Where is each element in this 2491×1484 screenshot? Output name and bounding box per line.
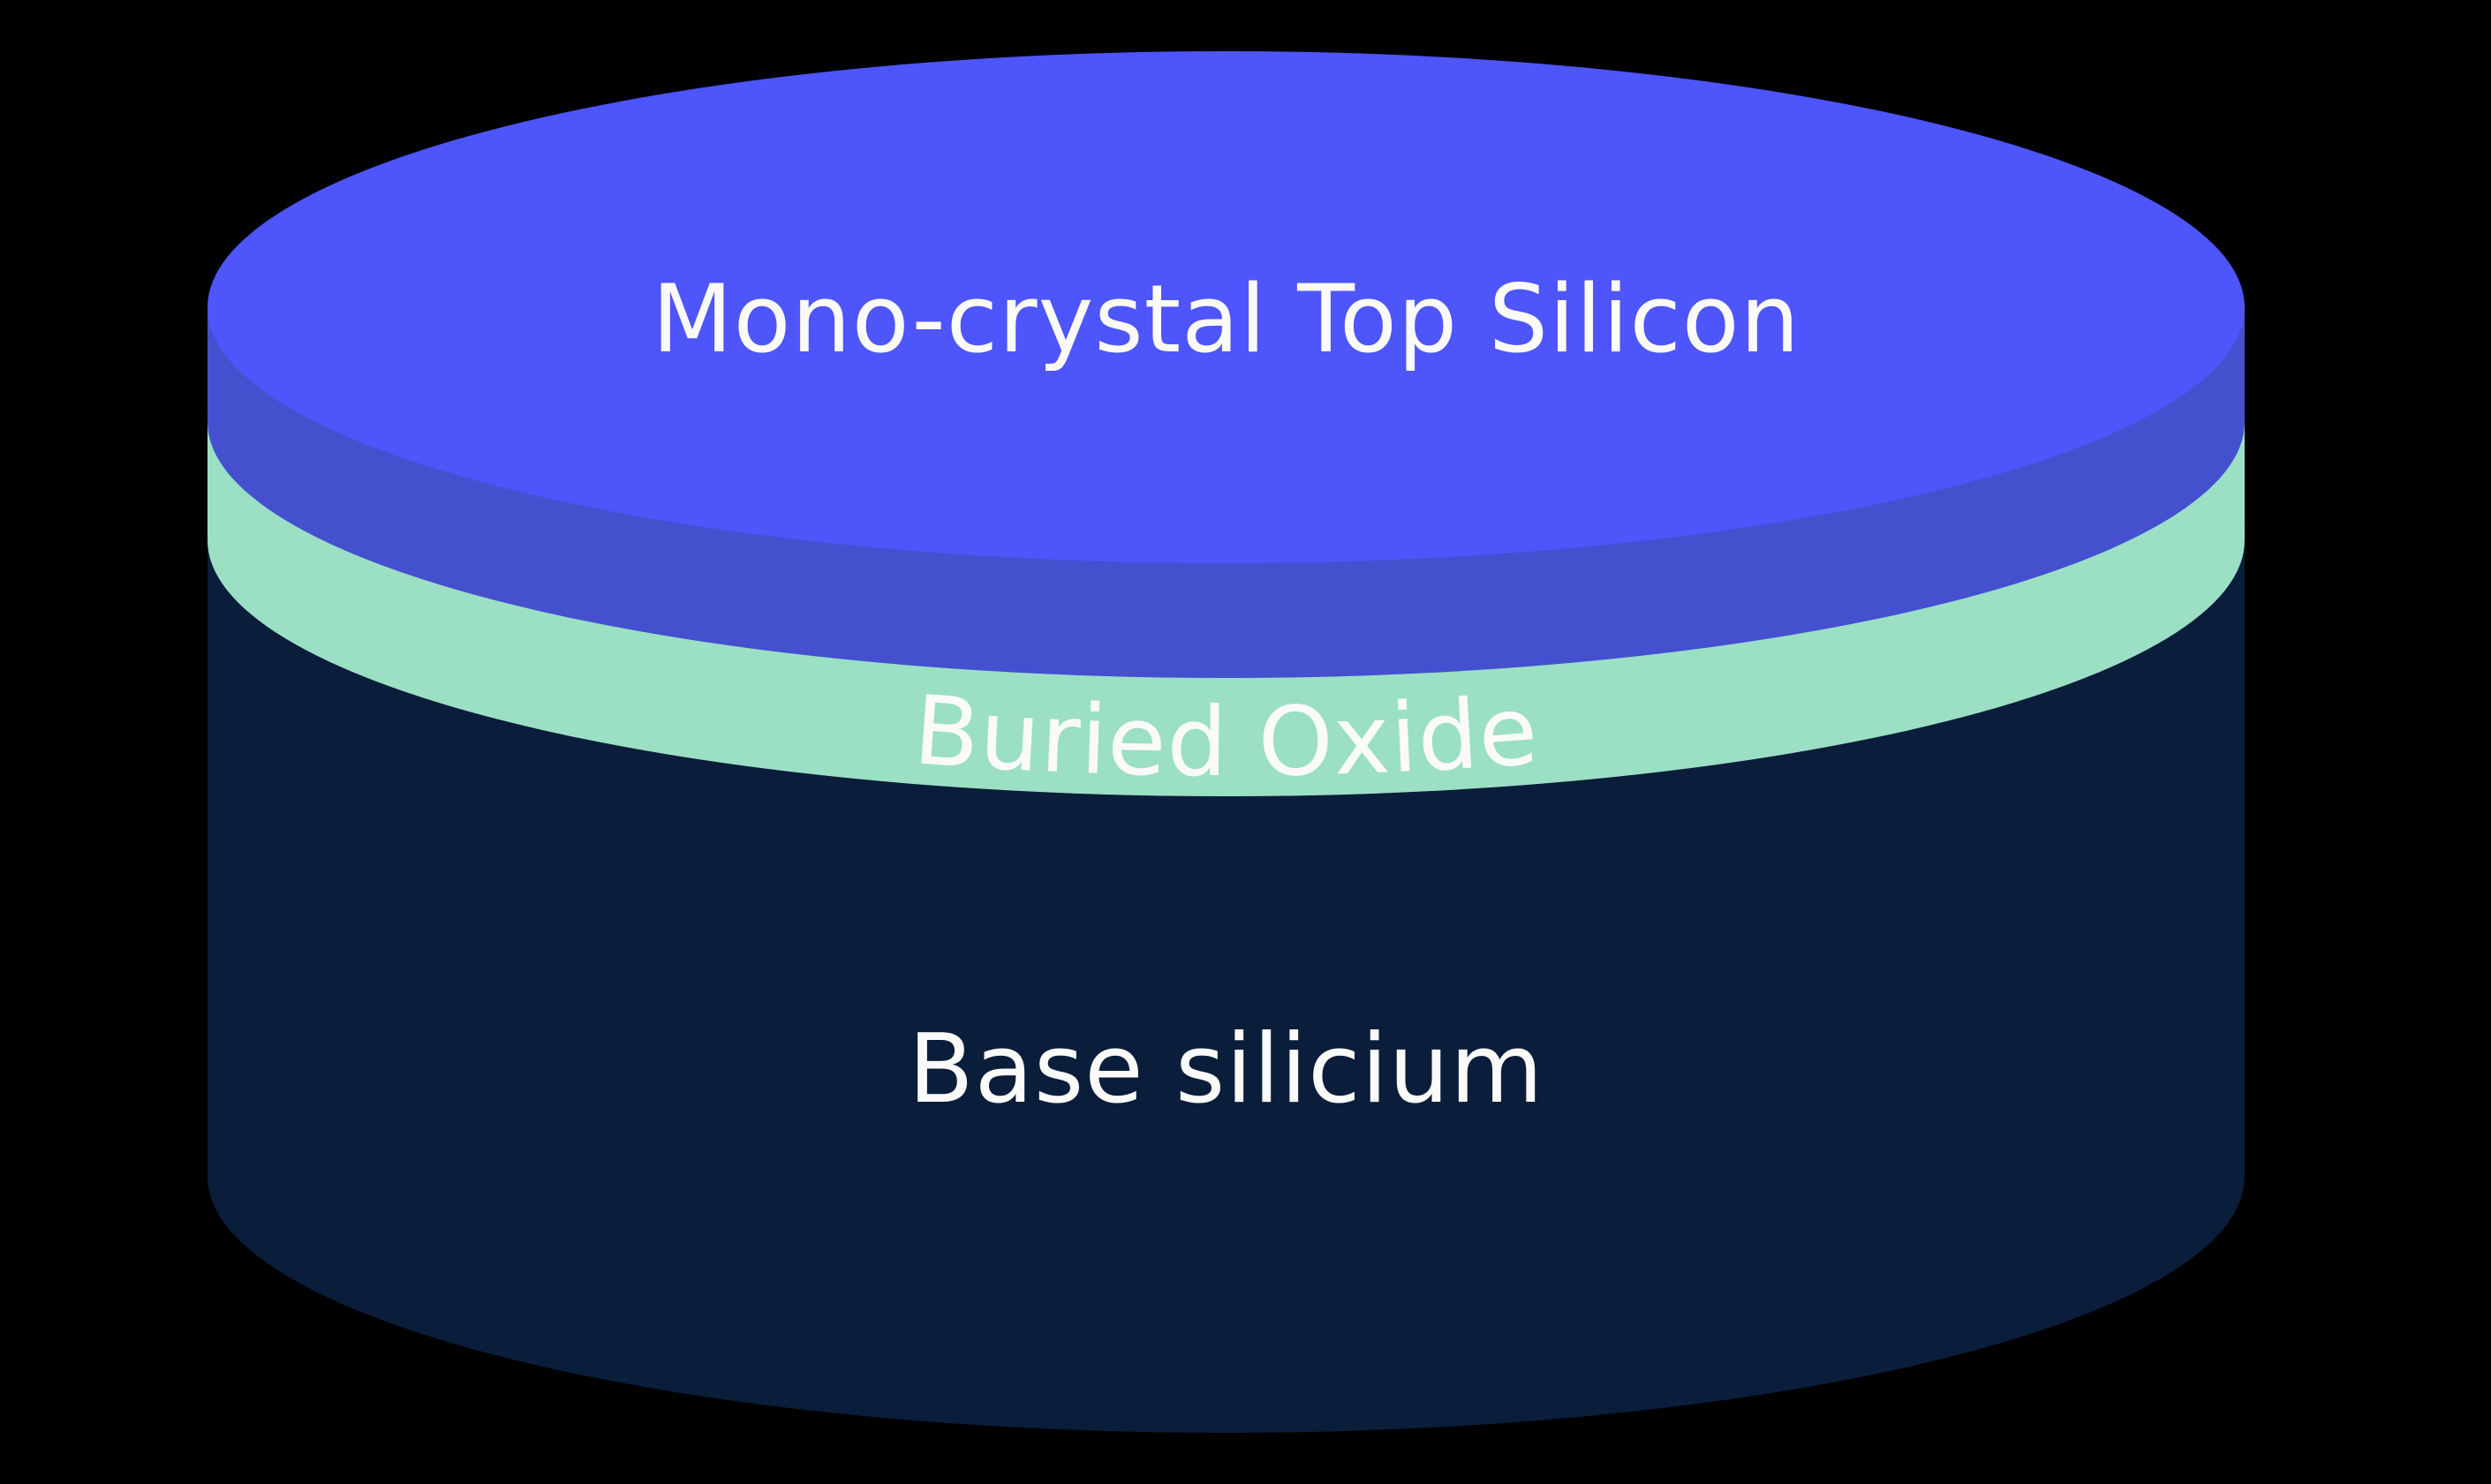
- label-base-silicon: Base silicium: [909, 1014, 1544, 1125]
- label-buried-oxide-text: Buried Oxide: [910, 675, 1542, 798]
- base-silicon-bottom: [208, 921, 2245, 1433]
- layer-top-silicon-face: [208, 51, 2245, 563]
- label-buried-oxide: Buried Oxide: [910, 675, 1541, 798]
- label-top-silicon: Mono-crystal Top Silicon: [652, 265, 1800, 373]
